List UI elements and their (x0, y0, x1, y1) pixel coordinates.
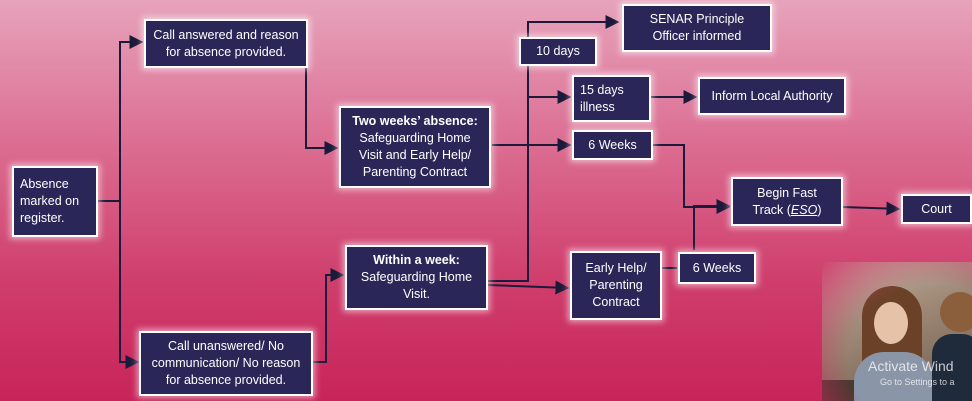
connector-6-weeks-to-fast-track (653, 144, 731, 214)
node-10-days: 10 days (519, 37, 597, 66)
node-within-a-week: Within a week: Safeguarding Home Visit. (345, 245, 488, 310)
node-absence: Absence marked on register. (12, 166, 98, 237)
connector-answered-to-two-weeks (305, 66, 339, 155)
node-early-help-contract: Early Help/ Parenting Contract (570, 251, 662, 320)
node-within-week-body: Safeguarding Home Visit. (360, 270, 473, 301)
connector-to-unanswered (119, 201, 140, 369)
node-fast-track-text: Begin Fast Track ( (752, 185, 817, 217)
node-6-weeks-bottom-text: 6 Weeks (692, 260, 742, 275)
connector-within-week-up (488, 15, 620, 282)
node-inform-la-text: Inform Local Authority (711, 88, 833, 103)
node-two-weeks-title: Two weeks’ absence: (352, 114, 478, 128)
node-call-answered: Call answered and reason for absence pro… (144, 19, 308, 68)
node-early-help-text: Early Help/ Parenting Contract (585, 261, 647, 309)
node-court-text: Court (921, 201, 952, 216)
node-6-weeks-bottom: 6 Weeks (678, 252, 756, 284)
node-within-week-title: Within a week: (373, 253, 460, 267)
node-call-unanswered: Call unanswered/ No communication/ No re… (139, 331, 313, 396)
node-inform-local-authority: Inform Local Authority (698, 77, 846, 115)
node-court: Court (901, 194, 972, 224)
node-fast-track-suffix: ) (817, 202, 822, 217)
node-15-days-illness: 15 days illness (572, 75, 651, 122)
connector-within-week-to-early-help (487, 280, 570, 295)
node-call-answered-text: Call answered and reason for absence pro… (153, 27, 299, 59)
node-begin-fast-track: Begin Fast Track (ESO) (731, 177, 843, 226)
node-two-weeks-body: Safeguarding Home Visit and Early Help/ … (358, 131, 472, 179)
node-call-unanswered-text: Call unanswered/ No communication/ No re… (151, 339, 301, 387)
teacher-shirt-shape (854, 352, 934, 401)
classroom-photo (822, 262, 972, 401)
connector-unanswered-to-within-week (312, 268, 345, 363)
node-15-days-text: 15 days illness (580, 82, 624, 114)
activate-windows-watermark: Activate Wind (868, 358, 954, 374)
connector-6-weeks-bottom-to-fast-track (693, 199, 731, 250)
node-senar-officer: SENAR Principle Officer informed (622, 4, 772, 52)
node-two-weeks-absence: Two weeks’ absence: Safeguarding Home Vi… (339, 106, 491, 188)
student-head-shape (940, 292, 972, 332)
student-shirt-shape (932, 334, 972, 401)
eso-link[interactable]: ESO (790, 202, 818, 217)
node-6-weeks-top-text: 6 Weeks (588, 137, 637, 152)
node-6-weeks-top: 6 Weeks (572, 130, 653, 160)
node-10-days-text: 10 days (536, 44, 580, 58)
node-senar-text: SENAR Principle Officer informed (649, 12, 745, 43)
connector-fast-track-to-court (842, 201, 901, 216)
teacher-face-shape (874, 302, 908, 344)
activate-windows-subtext: Go to Settings to a (880, 377, 955, 387)
node-absence-text: Absence marked on register. (20, 177, 80, 225)
connector-to-answered (119, 35, 144, 201)
